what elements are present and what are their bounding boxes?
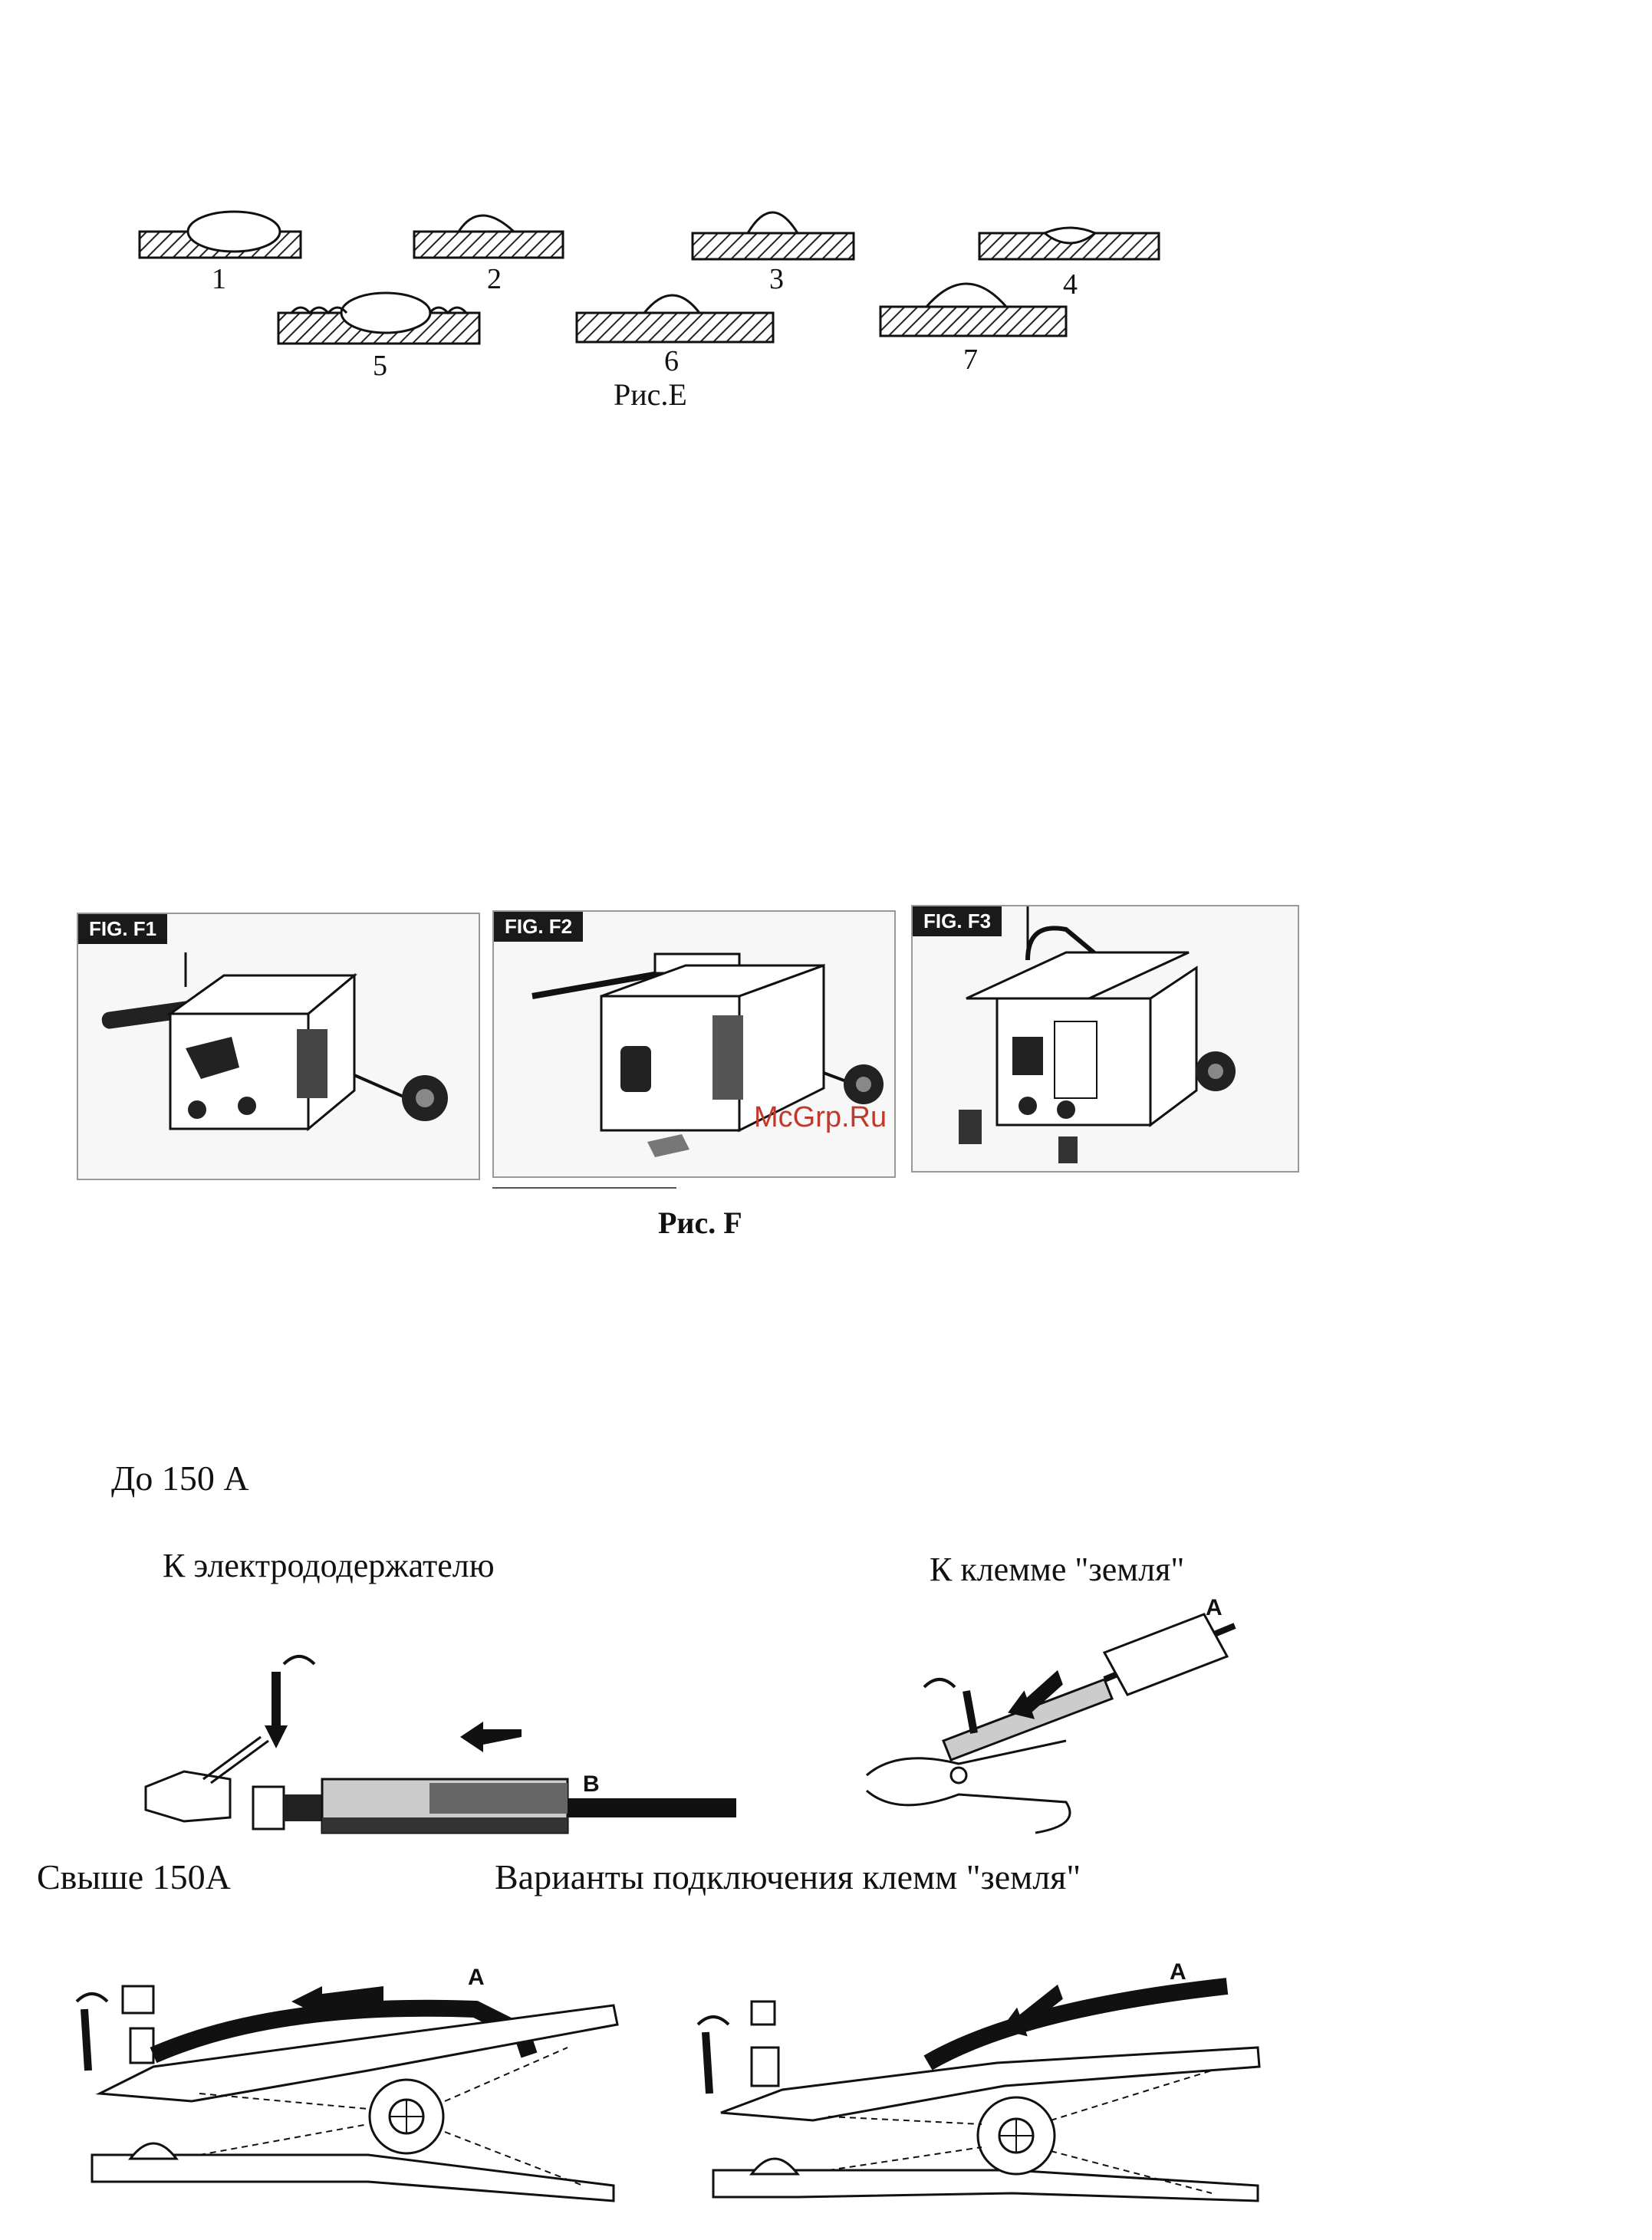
weld-label-1: 1 [212,265,226,294]
weld-profiles-figure [0,0,1652,429]
weld-label-2: 2 [487,265,502,294]
fig-e-caption: Рис.E [614,380,687,410]
welder-f1-drawing [78,914,479,1179]
fig-f-caption-rule [492,1187,676,1189]
weld-label-4: 4 [1063,270,1078,299]
welder-f3-drawing [913,906,1298,1171]
weld-profile-1 [140,212,301,258]
weld-profile-2 [414,215,563,258]
weld-label-3: 3 [769,265,784,294]
weld-label-5: 5 [373,351,387,380]
weld-profile-4 [979,228,1159,259]
welder-f2-drawing [494,912,894,1176]
fig-f1-panel: FIG. F1 [77,913,480,1180]
weld-profile-5 [278,293,479,344]
above-150-heading: Свыше 150А [37,1860,231,1895]
fig-f2-panel: FIG. F2 [492,910,896,1178]
weld-label-7: 7 [963,345,978,374]
ground-variants-heading: Варианты подключения клемм "земля" [495,1860,1081,1895]
weld-profile-6 [577,295,773,342]
fig-f3-panel: FIG. F3 [911,905,1299,1173]
watermark: McGrp.Ru [754,1101,887,1134]
up-to-150-heading: До 150 А [111,1461,249,1496]
ground-clamp-drawing [851,1595,1273,1840]
ground-clamp-variant-2 [675,1963,1273,2209]
cable-b-label: B [583,1773,600,1796]
weld-label-6: 6 [664,347,679,376]
variant2-cable-a-label: A [1170,1961,1186,1984]
fig-f-caption: Рис. F [658,1208,742,1238]
variant1-cable-a-label: A [468,1966,485,1989]
electrode-holder-heading: К электрододержателю [163,1549,495,1583]
weld-profile-3 [693,212,854,259]
electrode-holder-drawing [123,1664,813,1856]
weld-profile-7 [880,284,1066,336]
ground-clamp-heading: К клемме "земля" [930,1553,1184,1587]
ground-clamp-variant-1 [46,1971,629,2209]
ground-cable-a-label: A [1206,1597,1223,1620]
